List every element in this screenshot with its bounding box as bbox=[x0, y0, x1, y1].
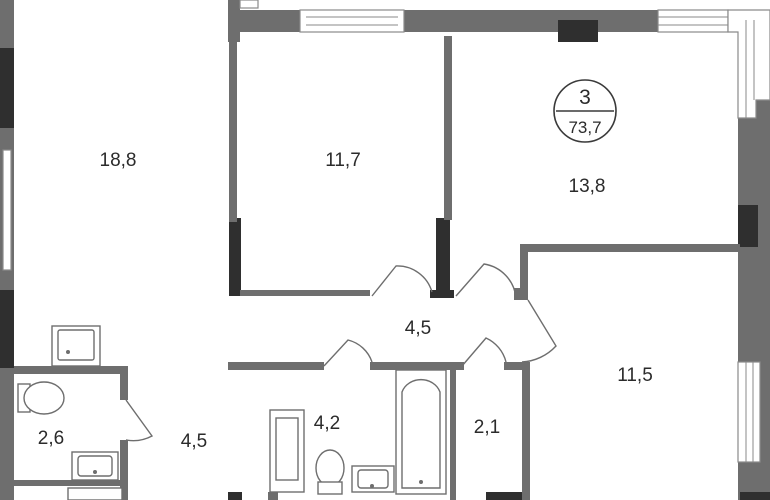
structural-columns bbox=[0, 20, 758, 368]
storage-area: 2,1 bbox=[474, 417, 500, 438]
bedroom-1-area: 11,7 bbox=[325, 150, 361, 171]
total-area: 73,7 bbox=[568, 118, 601, 137]
fixtures bbox=[17, 325, 447, 500]
doors bbox=[125, 263, 557, 442]
interior-walls bbox=[14, 32, 770, 500]
bedroom-2-area: 13,8 bbox=[569, 176, 606, 197]
room-labels: 18,8 11,7 13,8 11,5 4,5 4,5 2,6 4,2 2,1 bbox=[38, 150, 653, 452]
hall-left-area: 4,5 bbox=[181, 431, 207, 452]
living-room-area: 18,8 bbox=[100, 150, 137, 171]
bathroom-main-area: 4,2 bbox=[314, 413, 340, 434]
room-count: 3 bbox=[579, 86, 591, 109]
bedroom-3-area: 11,5 bbox=[617, 365, 653, 386]
apartment-badge: 3 73,7 bbox=[553, 79, 617, 143]
hall-center-area: 4,5 bbox=[405, 318, 431, 339]
bathroom-small-area: 2,6 bbox=[38, 428, 64, 449]
